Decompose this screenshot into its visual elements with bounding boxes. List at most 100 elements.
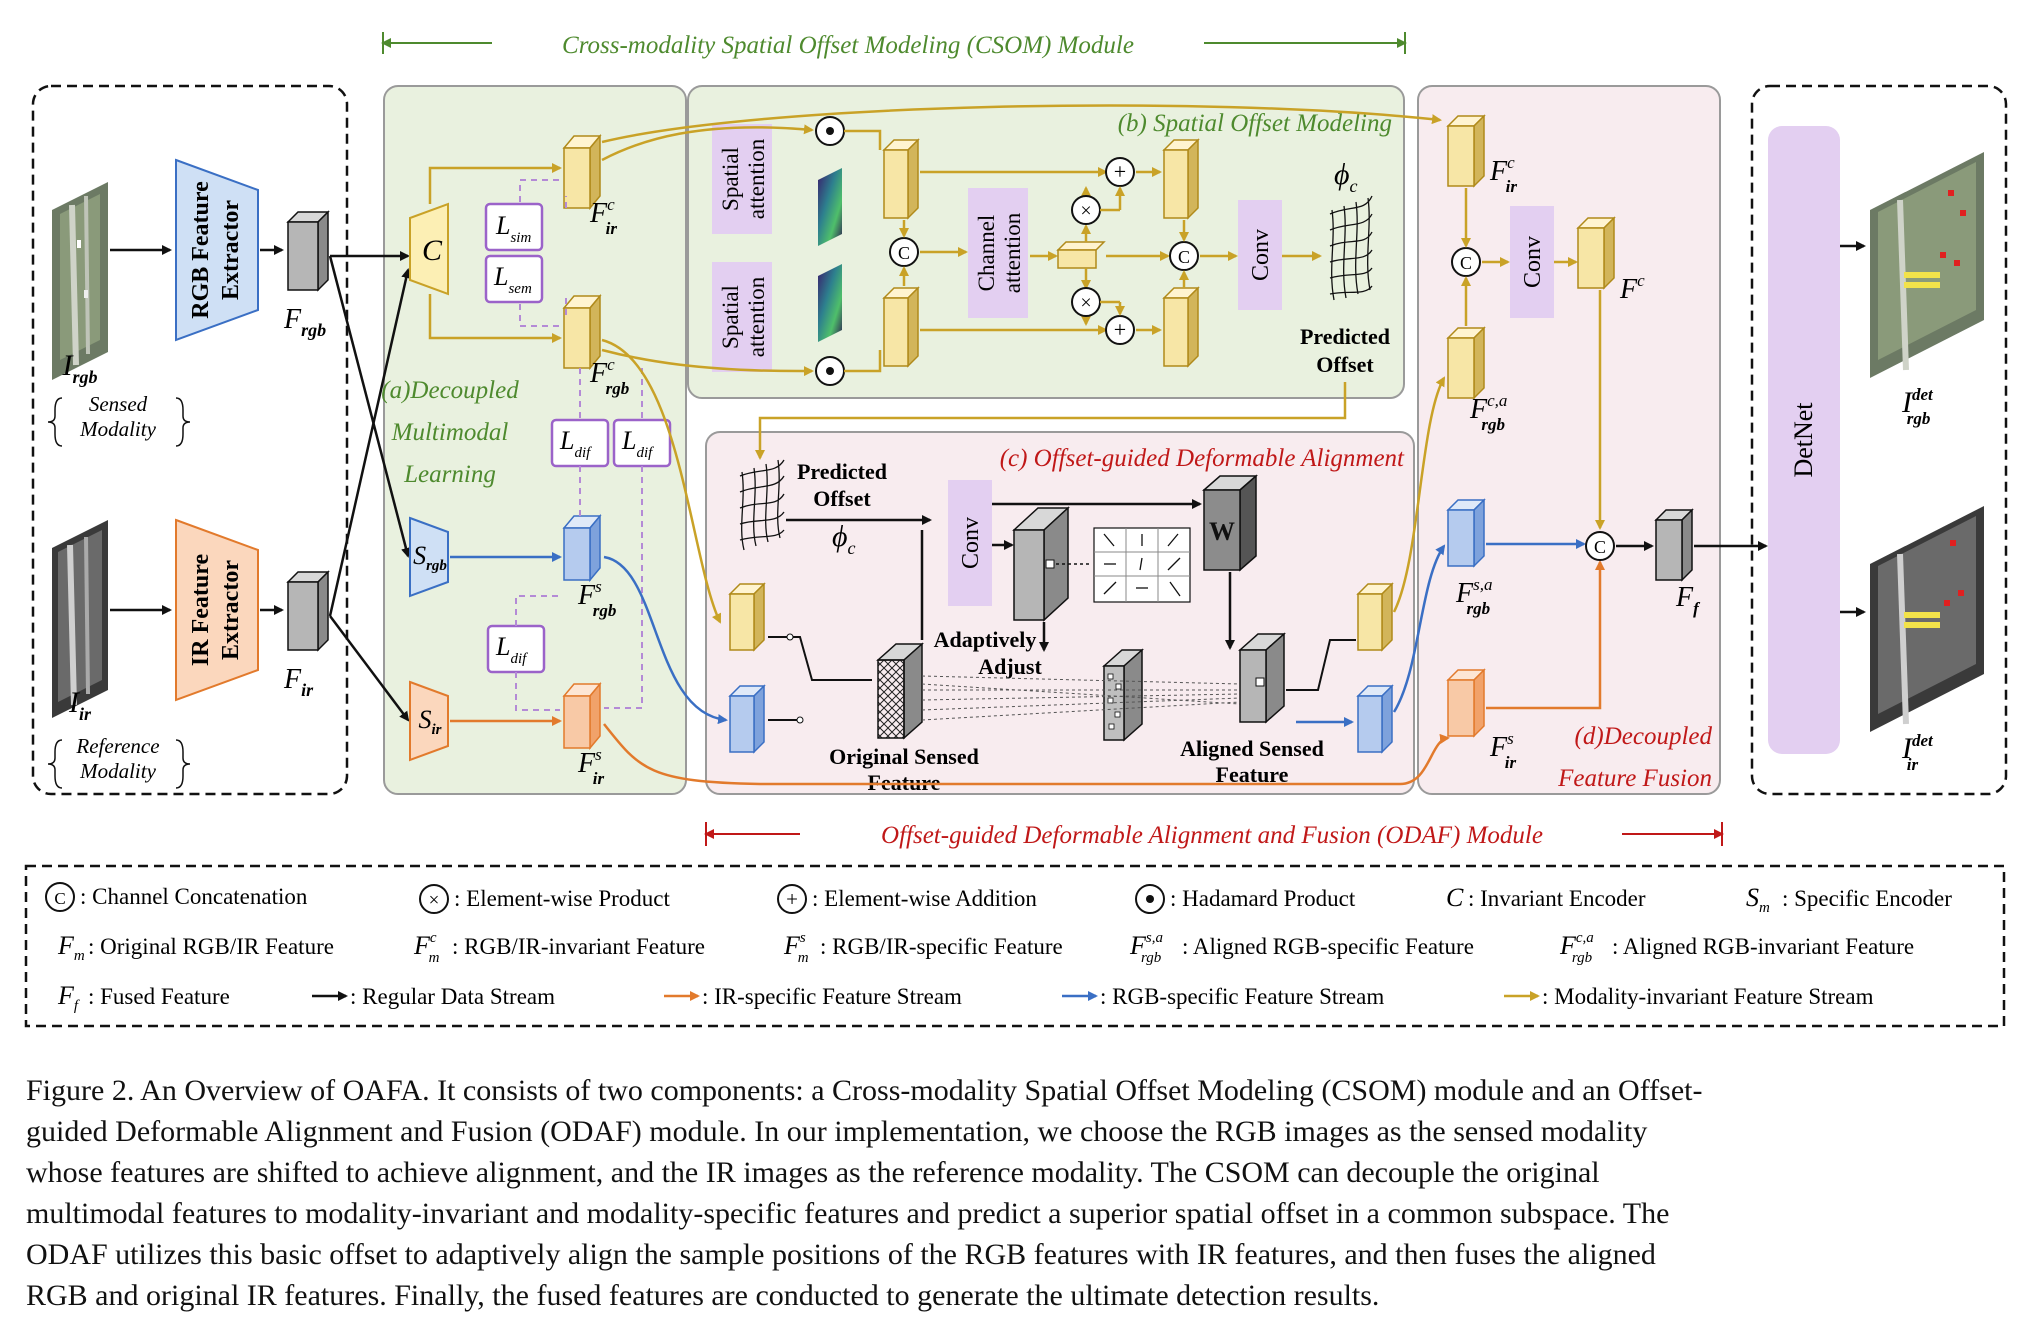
- legend-fused-feature: : Fused Feature: [88, 984, 230, 1009]
- legend-rgb-stream: : RGB-specific Feature Stream: [1100, 984, 1384, 1009]
- sample-positions-map: [1102, 648, 1144, 742]
- predicted-offset-label-b-1: Predicted: [1300, 324, 1390, 349]
- svg-text:RGB Feature: RGB Feature: [188, 181, 214, 319]
- w-block: W: [1202, 474, 1258, 572]
- svg-text:+: +: [1114, 317, 1126, 342]
- sensed-modality-label: Sensed: [89, 392, 148, 416]
- panel-d-title-2: Feature Fusion: [1557, 765, 1712, 792]
- svg-text:Extractor: Extractor: [218, 200, 244, 300]
- svg-text:C: C: [422, 234, 443, 267]
- svg-text:Spatial: Spatial: [718, 147, 743, 211]
- panel-a-title-2: Multimodal: [391, 419, 509, 446]
- svg-text:C: C: [898, 243, 910, 263]
- d-f-c-label: Fc: [1619, 271, 1645, 305]
- hadamard-op-top: [815, 116, 845, 146]
- invariant-encoder-c: C: [409, 202, 449, 296]
- loss-dif-box-1: Ldif: [550, 418, 610, 468]
- channel-weight-vector: [1056, 241, 1106, 269]
- svg-text:attention: attention: [744, 138, 769, 219]
- svg-text:Channel: Channel: [974, 215, 999, 292]
- b-feature-bottom: [882, 286, 920, 368]
- panel-c-title: (c) Offset-guided Deformable Alignment: [1000, 445, 1405, 472]
- panel-a-decoupled-learning: [383, 85, 687, 795]
- csom-header: Cross-modality Spatial Offset Modeling (…: [381, 28, 1407, 59]
- rgb-input-image: [52, 182, 108, 380]
- legend-invariant-encoder: : Invariant Encoder: [1468, 886, 1646, 911]
- offset-kernel-grid: [1093, 527, 1191, 603]
- original-sensed-feature: [876, 642, 924, 740]
- legend-addition: : Element-wise Addition: [812, 886, 1037, 911]
- legend-regular-stream: : Regular Data Stream: [350, 984, 555, 1009]
- ir-detection-image: [1870, 506, 1984, 732]
- panel-b-spatial-offset: [687, 85, 1405, 399]
- conv-c: Conv: [948, 480, 992, 606]
- c-aligned-specific-out: [1356, 684, 1394, 754]
- output-box: [1750, 84, 2008, 796]
- reference-modality-label-2: Modality: [79, 759, 156, 783]
- rgb-feature-extractor: RGB Feature Extractor: [175, 158, 259, 342]
- f-ir-label: Fir: [283, 664, 314, 700]
- attention-map-top: [818, 168, 842, 246]
- svg-text:Fm: Fm: [57, 931, 85, 964]
- predicted-offset-label-c-1: Predicted: [797, 459, 887, 484]
- attention-map-bottom: [818, 264, 842, 342]
- predicted-offset-label-b-2: Offset: [1316, 352, 1374, 377]
- f-s-ir-feature: [562, 681, 602, 751]
- f-ir-feature: [286, 570, 330, 652]
- b-feature-add-bottom: [1162, 286, 1200, 368]
- caption-line: RGB and original IR features. Finally, t…: [26, 1279, 1380, 1312]
- concat-op-d: C: [1451, 247, 1481, 277]
- svg-text:×: ×: [429, 890, 440, 911]
- add-op-top: +: [1105, 157, 1135, 187]
- svg-text:attention: attention: [1000, 212, 1025, 293]
- conv-d: Conv: [1510, 206, 1554, 318]
- ir-feature-extractor: IR Feature Extractor: [175, 518, 259, 702]
- d-f-sa-rgb: [1446, 498, 1486, 568]
- legend-specific-feature: : RGB/IR-specific Feature: [820, 934, 1063, 959]
- conv-b: Conv: [1238, 200, 1282, 310]
- b-feature-top: [882, 138, 920, 220]
- svg-text:Ldif: Ldif: [559, 426, 592, 461]
- specific-encoder-ir: Sir: [409, 680, 449, 762]
- loss-sem-box: Lsem: [484, 254, 544, 304]
- c-aligned-invariant-out: [1356, 582, 1394, 652]
- loss-dif-box-3: Ldif: [486, 624, 546, 674]
- panel-a-title-1: (a)Decoupled: [381, 377, 519, 404]
- svg-text:C: C: [1594, 537, 1606, 557]
- svg-text:×: ×: [1080, 200, 1091, 222]
- panel-d-title-1: (d)Decoupled: [1575, 723, 1713, 750]
- loss-dif-box-2: Ldif: [612, 418, 672, 468]
- legend-invariant-stream: : Modality-invariant Feature Stream: [1542, 984, 1874, 1009]
- figure-caption: Figure 2. An Overview of OAFA. It consis…: [26, 1070, 2006, 1316]
- c-invariant-input: [728, 582, 766, 652]
- f-c-rgb-feature: [562, 293, 602, 371]
- aligned-sensed-feature: [1238, 632, 1286, 724]
- loss-connectors: [515, 179, 643, 711]
- svg-text:Spatial: Spatial: [718, 285, 743, 349]
- caption-line: guided Deformable Alignment and Fusion (…: [26, 1115, 1648, 1148]
- legend-invariant-feature: : RGB/IR-invariant Feature: [452, 934, 705, 959]
- svg-text:Lsim: Lsim: [495, 211, 531, 246]
- d-f-c-ir: [1446, 114, 1486, 188]
- legend-original-feature: : Original RGB/IR Feature: [88, 934, 334, 959]
- odaf-header: Offset-guided Deformable Alignment and F…: [704, 818, 1724, 850]
- legend-specific-encoder: : Specific Encoder: [1782, 886, 1952, 911]
- rgb-input-symbol: Irgb: [61, 349, 97, 387]
- svg-text:Srgb: Srgb: [413, 541, 447, 574]
- concat-op-b: C: [889, 237, 919, 267]
- svg-text:+: +: [786, 887, 798, 911]
- svg-text:C: C: [1178, 247, 1190, 267]
- phi-c-label-b: ϕc: [1334, 158, 1358, 196]
- product-op-bottom: ×: [1071, 287, 1101, 317]
- caption-line: multimodal features to modality-invarian…: [26, 1197, 1670, 1230]
- reference-modality-label: Reference: [75, 734, 159, 758]
